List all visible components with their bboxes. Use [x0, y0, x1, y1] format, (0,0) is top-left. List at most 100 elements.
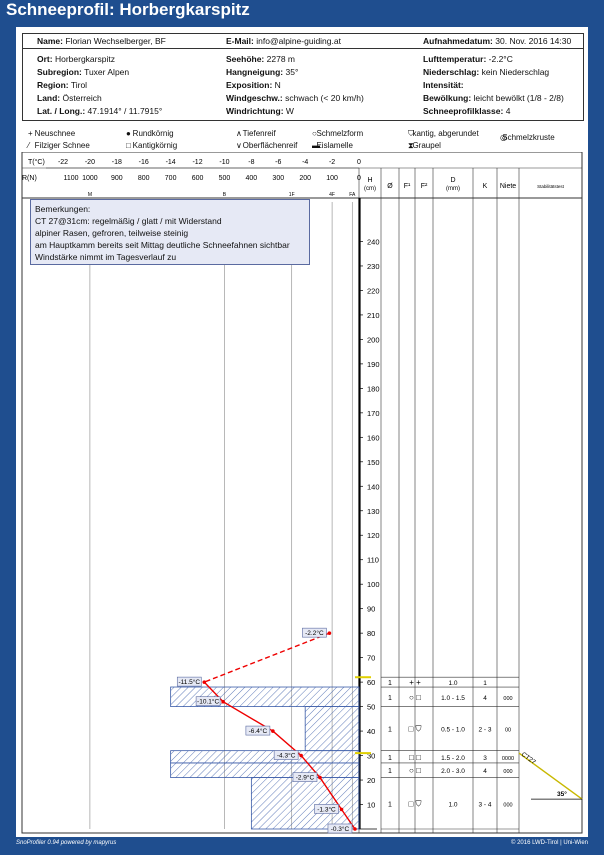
column-header: Stabilitätstest — [537, 184, 565, 189]
r-tick-label: 600 — [192, 175, 204, 182]
layer-hardness-k: 4 — [483, 768, 487, 775]
h-tick-label: 30 — [367, 752, 375, 761]
bar-icon: ▬ — [312, 141, 320, 150]
bewoelkung-field: Bewölkung: leicht bewölkt (1/8 - 2/8) — [423, 93, 564, 103]
t-tick-label: -6 — [275, 159, 281, 166]
temperature-point — [339, 807, 344, 812]
remarks-line: am Hauptkamm bereits seit Mittag deutlic… — [35, 240, 290, 250]
circle-icon: ○ — [312, 129, 317, 138]
column-header: Niete — [500, 183, 516, 190]
column-unit: (mm) — [446, 186, 460, 192]
layer-niete: 0000 — [502, 756, 514, 762]
date-field: Aufnahmedatum: 30. Nov. 2016 14:30 — [423, 36, 572, 46]
h-tick-label: 230 — [367, 262, 380, 271]
r-tick-label: 500 — [219, 175, 231, 182]
h-tick-label: 170 — [367, 409, 380, 418]
h-tick-label: 10 — [367, 801, 375, 810]
r-tick-label: 800 — [138, 175, 150, 182]
temperature-label: -2.9°C — [296, 774, 315, 782]
h-tick-label: 20 — [367, 776, 375, 785]
layer-grain-size: 1.0 — [448, 801, 457, 808]
temperature-point — [318, 775, 322, 780]
hardness-label: 1F — [289, 192, 295, 198]
ort-field: Ort: Horbergkarspitz — [37, 54, 115, 64]
hardness-label: M — [88, 192, 92, 198]
layer-hardness-k: 3 - 4 — [478, 801, 491, 808]
seehoehe-field: Seehöhe: 2278 m — [226, 54, 295, 64]
h-tick-label: 190 — [367, 360, 380, 369]
exposition-field: Exposition: N — [226, 80, 281, 90]
windrichtung-field: Windrichtung: W — [226, 106, 294, 116]
footer-copyright: © 2016 LWD-Tirol | Uni-Wien — [511, 840, 588, 846]
temperature-point — [221, 699, 225, 704]
h-tick-label: 120 — [367, 531, 380, 540]
remarks-line: Windstärke nimmt im Tagesverlauf zu — [35, 252, 177, 262]
air-temperature-line — [204, 632, 330, 683]
remarks-title: Bemerkungen: — [35, 204, 91, 214]
layer-form: + + — [409, 678, 421, 687]
legend-rundkoernig: ● Rundkörnig — [126, 129, 174, 138]
legend-oberflaechenreif: ∨ Oberflächenreif — [236, 141, 298, 150]
t-tick-label: -2 — [329, 159, 335, 166]
hardness-label: FA — [349, 192, 356, 198]
layer-phi: 1 — [388, 768, 392, 775]
layer-niete: 000 — [503, 802, 512, 808]
legend-schmelzform: ○ Schmelzform — [312, 129, 364, 138]
t-tick-label: -16 — [139, 159, 149, 166]
legend-eislamelle: ▬ Eislamelle — [312, 141, 353, 150]
temperature-label: -10.1°C — [197, 698, 219, 706]
temperature-point — [299, 753, 303, 758]
hardness-bar — [170, 762, 360, 778]
hangneigung-field: Hangneigung: 35° — [226, 67, 299, 77]
double-circle-icon: ◎ — [500, 133, 507, 142]
r-tick-label: 900 — [111, 175, 123, 182]
column-header: F² — [421, 183, 428, 190]
layer-grain-size: 1.0 — [448, 680, 457, 687]
footer-credit: SnoProfiler 0.94 powered by mapyrus — [16, 840, 117, 846]
legend-neuschnee: + Neuschnee — [28, 129, 76, 138]
column-header: H — [367, 177, 372, 184]
t-tick-label: -18 — [112, 159, 122, 166]
r-tick-label: 300 — [272, 175, 284, 182]
niederschlag-field: Niederschlag: kein Niederschlag — [423, 67, 550, 77]
temperature-label-box — [176, 676, 202, 687]
h-tick-label: 140 — [367, 482, 380, 491]
lufttemperatur-field: Lufttemperatur: -2.2°C — [423, 54, 513, 64]
h-tick-label: 90 — [367, 605, 375, 614]
column-header: Ø — [387, 183, 393, 190]
t-tick-label: -8 — [248, 159, 254, 166]
layer-form: ○ □ — [409, 693, 421, 702]
legend-filziger: ⁄ Filziger Schnee — [28, 141, 90, 150]
land-field: Land: Österreich — [37, 93, 102, 103]
layer-form: □ ⛉ — [408, 725, 421, 734]
t-tick-label: -20 — [85, 159, 95, 166]
h-tick-label: 130 — [367, 507, 380, 516]
temperature-label-box — [314, 804, 339, 814]
h-tick-label: 180 — [367, 384, 380, 393]
slope-line — [518, 752, 583, 800]
legend-schmelzkruste: ◎ Schmelzkruste — [500, 133, 555, 142]
h-tick-label: 150 — [367, 458, 380, 467]
hardness-label: 4F — [329, 192, 335, 198]
column-header: F¹ — [404, 183, 411, 190]
temperature-label-box — [195, 696, 221, 707]
column-header: K — [483, 183, 488, 190]
temperature-point — [327, 631, 332, 635]
intensitaet-field: Intensität: — [423, 80, 464, 90]
column-unit: (cm) — [364, 186, 376, 192]
t-tick-label: -4 — [302, 159, 308, 166]
h-tick-label: 40 — [367, 727, 375, 736]
temperature-label-box — [273, 750, 299, 760]
hardness-bar — [250, 777, 360, 830]
r-tick-label: 400 — [246, 175, 258, 182]
remarks-line: CT 27@31cm: regelmäßig / glatt / mit Wid… — [35, 216, 222, 226]
page-title: Schneeprofil: Horbergkarspitz — [6, 0, 250, 19]
hardness-bar — [170, 750, 360, 764]
subregion-field: Subregion: Tuxer Alpen — [37, 67, 130, 77]
hardness-bar — [304, 706, 360, 752]
temperature-label: -0.3°C — [331, 825, 350, 833]
temperature-label-box — [302, 627, 327, 638]
layer-grain-size: 1.0 - 1.5 — [441, 695, 465, 702]
layer-phi: 1 — [388, 727, 392, 734]
